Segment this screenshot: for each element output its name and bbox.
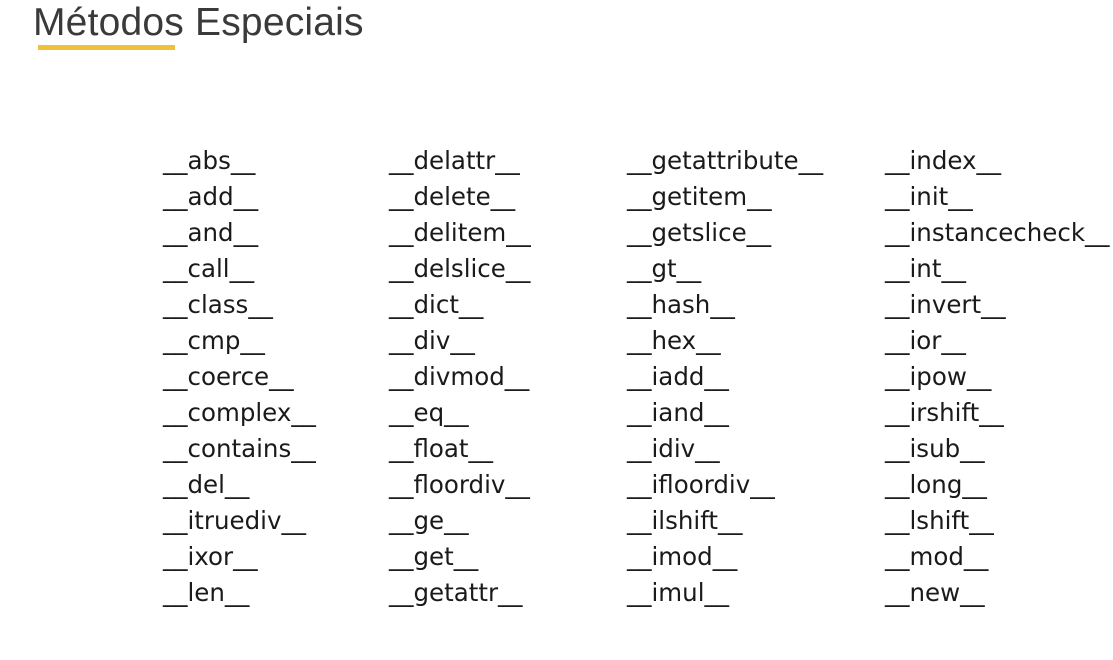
method-item: __ixor__	[163, 542, 258, 571]
methods-column-2: __delattr__ __delete__ __delitem__ __delsli…	[389, 143, 531, 611]
method-item: __getattr__	[389, 578, 523, 607]
method-item: __add__	[163, 182, 259, 211]
method-item: __abs__	[163, 146, 256, 175]
methods-column-3: __getattribute__ __getitem__ __getslice__ _…	[627, 143, 823, 611]
method-item: __ior__	[885, 326, 966, 355]
methods-column-4: __index__ __init__ __instancecheck__ __int_…	[885, 143, 1110, 611]
method-item: __ipow__	[885, 362, 992, 391]
method-item: __coerce__	[163, 362, 294, 391]
method-item: __cmp__	[163, 326, 265, 355]
method-item: __init__	[885, 182, 973, 211]
method-item: __int__	[885, 254, 966, 283]
method-item: __ge__	[389, 506, 469, 535]
method-item: __itruediv__	[163, 506, 306, 535]
method-item: __eq__	[389, 398, 469, 427]
method-item: __delete__	[389, 182, 516, 211]
method-item: __idiv__	[627, 434, 720, 463]
method-item: __iand__	[627, 398, 729, 427]
method-item: __contains__	[163, 434, 316, 463]
methods-column-1: __abs__ __add__ __and__ __call__ __class__ __…	[163, 143, 316, 611]
method-item: __floordiv__	[389, 470, 530, 499]
method-item: __len__	[163, 578, 250, 607]
method-item: __get__	[389, 542, 479, 571]
method-item: __del__	[163, 470, 250, 499]
method-item: __getitem__	[627, 182, 772, 211]
method-item: __hex__	[627, 326, 721, 355]
method-item: __dict__	[389, 290, 484, 319]
method-item: __imul__	[627, 578, 730, 607]
method-item: __instancecheck__	[885, 218, 1110, 247]
method-item: __gt__	[627, 254, 702, 283]
method-item: __isub__	[885, 434, 985, 463]
method-item: __iadd__	[627, 362, 729, 391]
method-item: __getattribute__	[627, 146, 824, 175]
slide-title: Métodos Especiais	[33, 1, 364, 44]
method-item: __lshift__	[885, 506, 994, 535]
method-item: __ilshift__	[627, 506, 743, 535]
method-item: __call__	[163, 254, 255, 283]
method-item: __imod__	[627, 542, 738, 571]
method-item: __divmod__	[389, 362, 530, 391]
method-item: __class__	[163, 290, 273, 319]
method-item: __index__	[885, 146, 1002, 175]
title-underline	[38, 45, 175, 50]
method-item: __delattr__	[389, 146, 520, 175]
method-item: __hash__	[627, 290, 735, 319]
method-item: __complex__	[163, 398, 316, 427]
method-item: __delslice__	[389, 254, 531, 283]
method-item: __ifloordiv__	[627, 470, 775, 499]
method-item: __long__	[885, 470, 987, 499]
method-item: __mod__	[885, 542, 989, 571]
method-item: __getslice__	[627, 218, 772, 247]
method-item: __div__	[389, 326, 475, 355]
method-item: __invert__	[885, 290, 1006, 319]
method-item: __and__	[163, 218, 259, 247]
method-item: __delitem__	[389, 218, 531, 247]
method-item: __irshift__	[885, 398, 1004, 427]
method-item: __new__	[885, 578, 985, 607]
method-item: __float__	[389, 434, 494, 463]
